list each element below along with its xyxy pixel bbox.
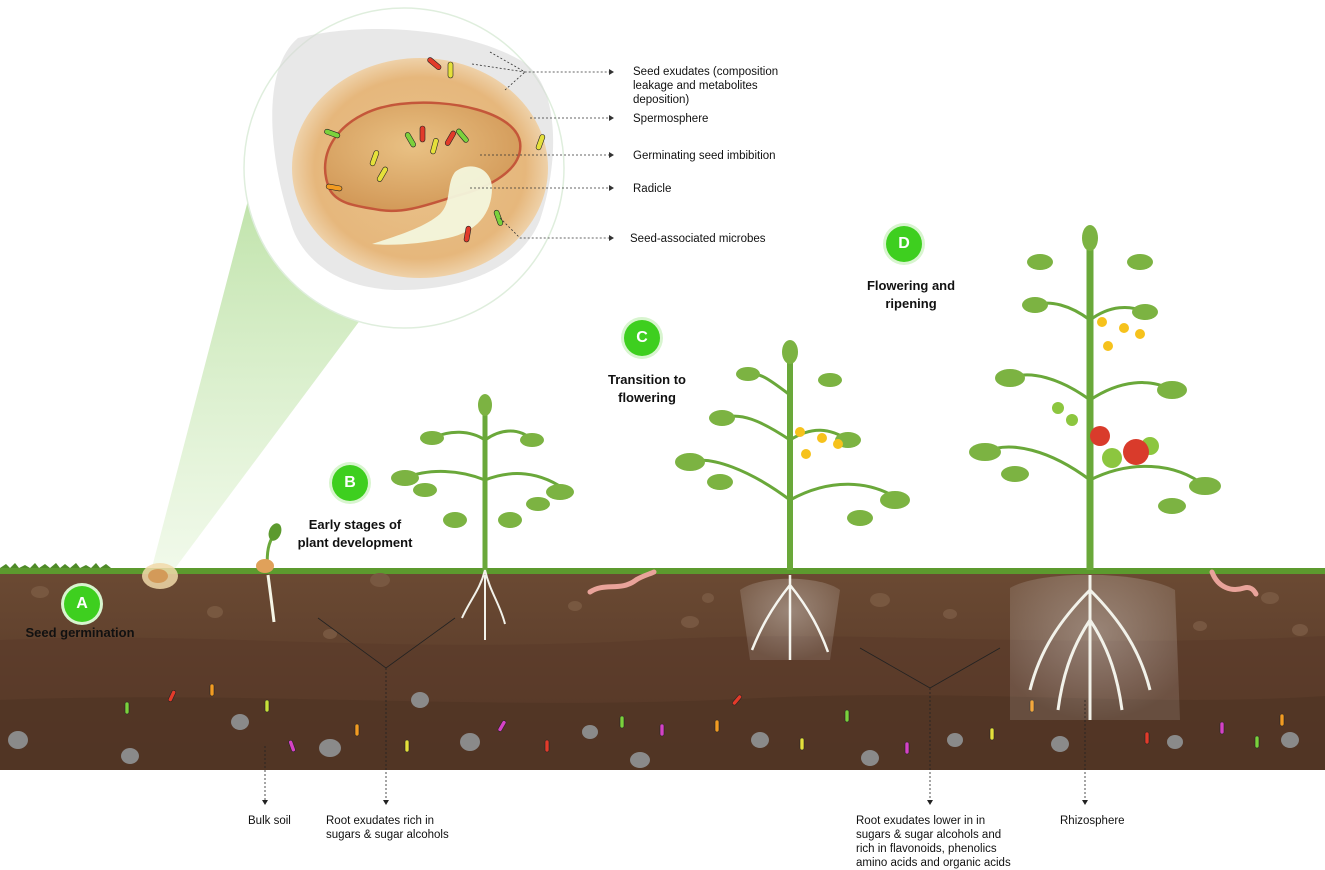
young-plant-stage-b bbox=[391, 394, 574, 640]
label-root-exudates-sugars: Root exudates rich in sugars & sugar alc… bbox=[326, 815, 449, 841]
label-bulk-soil: Bulk soil bbox=[248, 815, 291, 827]
germinating-seed-stage-a bbox=[142, 563, 178, 589]
stage-title-c: Transition to flowering bbox=[608, 372, 686, 405]
label-germinating-seed-imbibition: Germinating seed imbibition bbox=[633, 150, 776, 162]
stage-badge-c: C bbox=[624, 320, 660, 356]
label-rhizosphere: Rhizosphere bbox=[1060, 815, 1125, 827]
stage-title-a: Seed germination bbox=[25, 625, 135, 640]
plant-stage-c bbox=[675, 340, 910, 660]
plant-stage-d bbox=[969, 225, 1221, 720]
label-radicle: Radicle bbox=[633, 183, 672, 195]
earthworm-left bbox=[587, 569, 657, 595]
earthworm-right bbox=[1209, 569, 1259, 597]
stage-badge-a: A bbox=[64, 586, 100, 622]
label-seed-exudates: Seed exudates (composition leakage and m… bbox=[633, 66, 779, 106]
label-spermosphere: Spermosphere bbox=[633, 113, 709, 125]
stage-badge-b: B bbox=[332, 465, 368, 501]
soil-dashed-arrows bbox=[264, 668, 1086, 800]
label-seed-associated-microbes: Seed-associated microbes bbox=[630, 233, 766, 245]
inset-leader-lines bbox=[470, 51, 610, 239]
stage-badge-d: D bbox=[886, 226, 922, 262]
spermosphere-inset bbox=[243, 7, 565, 329]
radicle-shape bbox=[372, 166, 492, 245]
label-root-exudates-flavonoids: Root exudates lower in in sugars & sugar… bbox=[856, 815, 1011, 869]
stage-title-b: Early stages of plant development bbox=[297, 517, 413, 550]
inset-arrowheads bbox=[609, 69, 614, 241]
stage-title-d: Flowering and ripening bbox=[866, 278, 956, 311]
soil-arrowheads bbox=[262, 800, 1088, 805]
seedling-stage-b bbox=[256, 523, 282, 623]
